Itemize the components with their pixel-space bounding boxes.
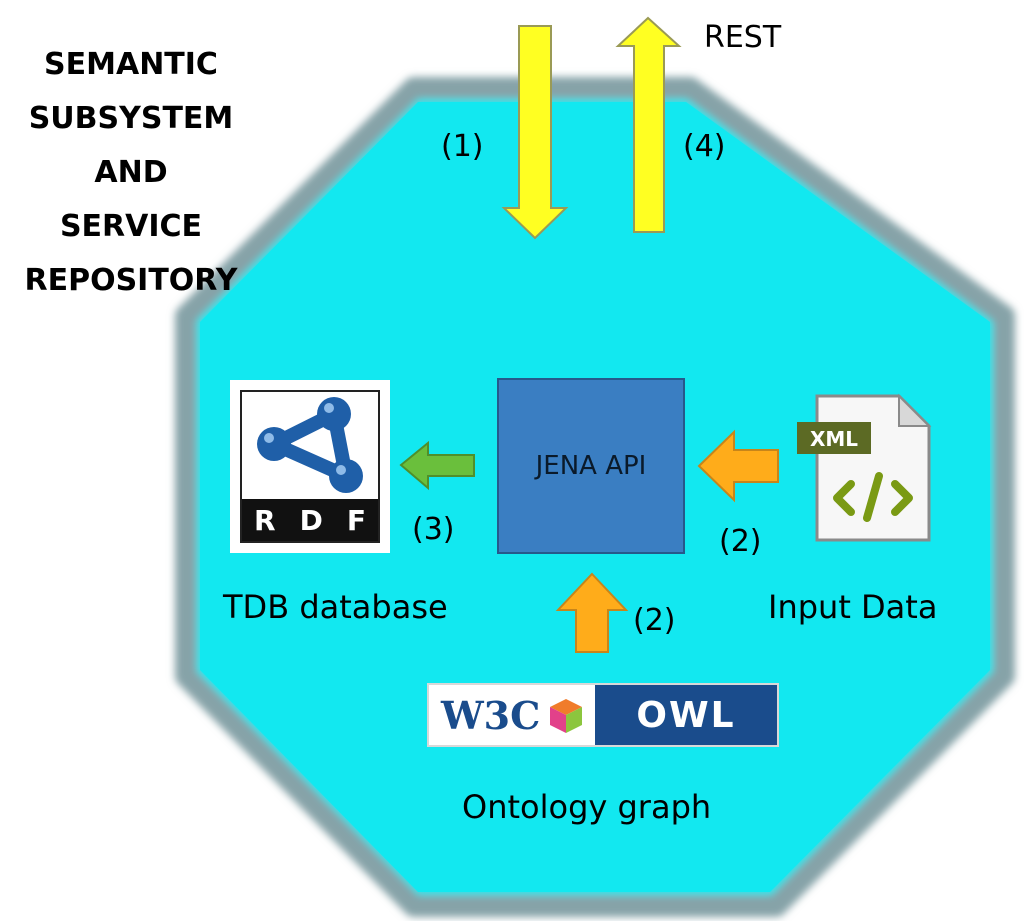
rdf-letter: D — [299, 503, 323, 537]
step-store-label: (3) — [412, 512, 455, 547]
jena-api-label: JENA API — [535, 451, 647, 481]
step-input-bottom-label: (2) — [633, 603, 676, 638]
title-line: SERVICE — [59, 209, 203, 244]
owl-cube-icon — [550, 699, 583, 733]
response-arrow — [615, 16, 682, 233]
tdb-database-label: TDB database — [223, 588, 448, 626]
rdf-graph-icon — [257, 397, 363, 493]
owl-text: OWL — [636, 694, 736, 736]
step-input-right-label: (2) — [719, 524, 762, 559]
xml-file-icon: XML — [797, 393, 932, 542]
store-arrow — [399, 440, 475, 491]
step-response-label: (4) — [683, 129, 726, 164]
title-line: SEMANTIC — [44, 47, 218, 82]
rest-label: REST — [704, 20, 782, 55]
w3c-text: W3C — [441, 692, 541, 738]
title-line: AND — [94, 155, 168, 190]
xml-badge: XML — [810, 427, 858, 451]
step-request-label: (1) — [441, 129, 484, 164]
input-arrow-bottom — [555, 572, 629, 653]
title-line: REPOSITORY — [24, 263, 238, 298]
w3c-mark: W3C — [429, 685, 595, 745]
request-arrow — [501, 25, 569, 240]
input-arrow-right — [697, 429, 779, 503]
rdf-letter: R — [254, 503, 276, 537]
input-data-label: Input Data — [768, 588, 938, 626]
rdf-logo: R D F — [230, 380, 390, 553]
jena-api-box: JENA API — [497, 378, 685, 554]
rdf-letter: F — [346, 503, 366, 537]
diagram-title: SEMANTIC SUBSYSTEM AND SERVICE REPOSITOR… — [0, 38, 262, 308]
ontology-graph-label: Ontology graph — [462, 788, 712, 826]
title-line: SUBSYSTEM — [28, 101, 234, 136]
w3c-owl-logo: W3C OWL — [427, 683, 779, 747]
rdf-letter-bar: R D F — [242, 499, 378, 541]
owl-banner: OWL — [595, 685, 777, 745]
